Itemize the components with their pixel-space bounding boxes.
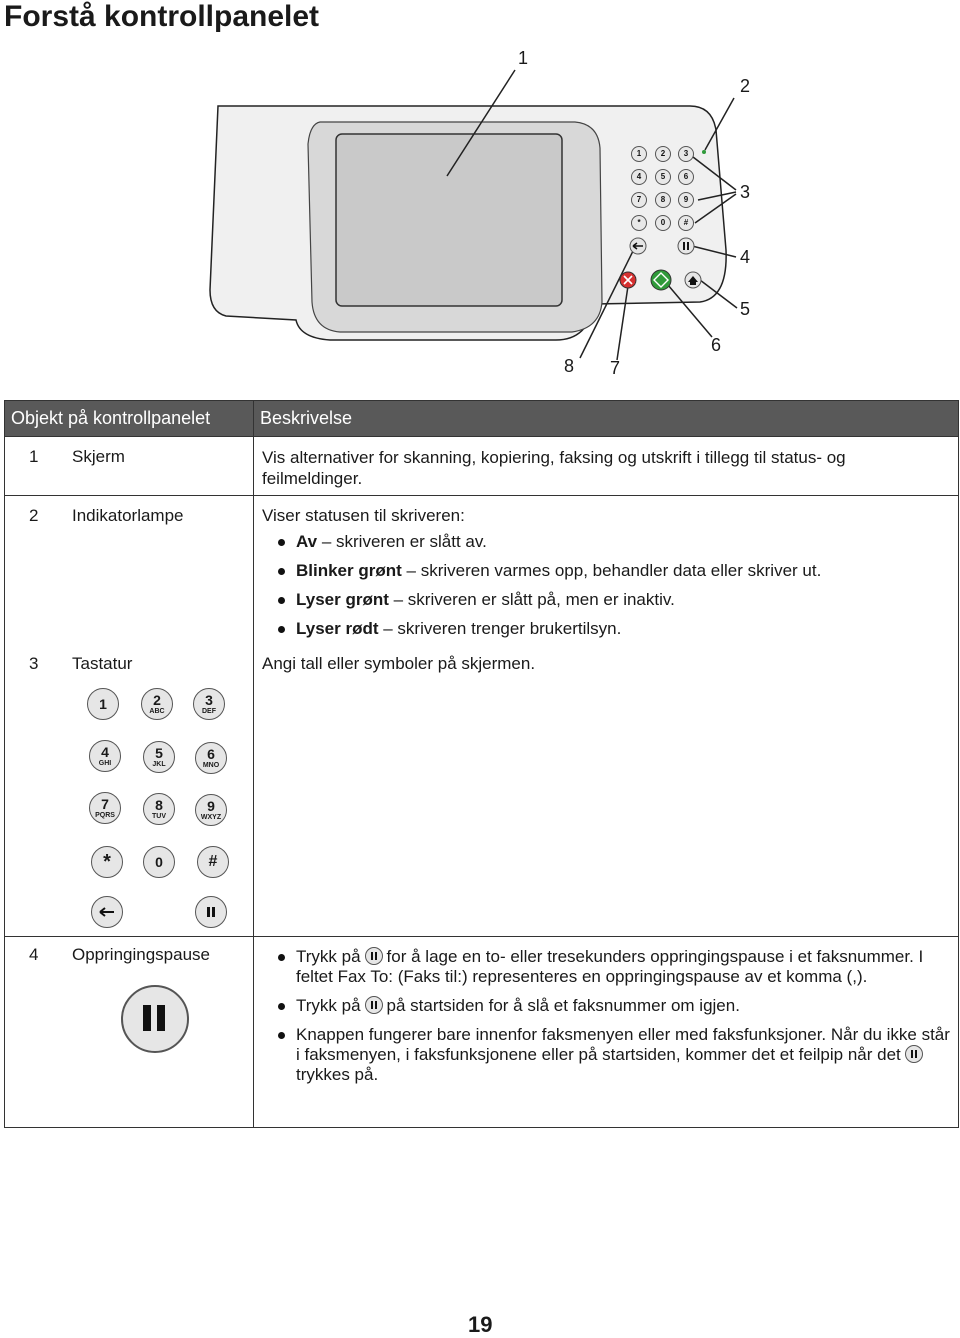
status-term: Lyser rødt (296, 619, 379, 638)
table-row: 2 Indikatorlampe Viser statusen til skri… (4, 495, 959, 650)
panel-key-2: 2 (655, 146, 671, 162)
pause-icon (364, 947, 383, 965)
keypad-key-star: * (91, 846, 123, 878)
table-header: Objekt på kontrollpanelet Beskrivelse (4, 400, 959, 437)
pause-icon (364, 996, 383, 1014)
status-term: Av (296, 532, 318, 551)
status-list: Av – skriveren er slått av. Blinker grøn… (262, 532, 950, 639)
panel-key-0: 0 (655, 215, 671, 231)
header-object: Objekt på kontrollpanelet (4, 400, 254, 437)
row-number: 4 (29, 945, 39, 964)
callout-6: 6 (711, 335, 722, 355)
row-description: Angi tall eller symboler på skjermen. (253, 650, 959, 937)
panel-key-5: 5 (655, 169, 671, 185)
row-description: Viser statusen til skriveren: (262, 506, 465, 525)
callout-1: 1 (518, 48, 529, 68)
list-item: Knappen fungerer bare innenfor faksmenye… (276, 1025, 950, 1085)
row-name: Indikatorlampe (72, 506, 184, 525)
status-text: – skriveren trenger brukertilsyn. (378, 619, 622, 638)
list-item: Av – skriveren er slått av. (276, 532, 950, 552)
row-name: Oppringingspause (72, 945, 210, 964)
row-number: 2 (29, 506, 39, 525)
panel-key-3: 3 (678, 146, 694, 162)
pause-button-icon (121, 985, 189, 1053)
list-item: Lyser rødt – skriveren trenger brukertil… (276, 619, 950, 639)
panel-key-6: 6 (678, 169, 694, 185)
status-text: – skriveren er slått av. (317, 532, 487, 551)
page-title: Forstå kontrollpanelet (4, 0, 320, 33)
header-description: Beskrivelse (253, 400, 959, 437)
control-panel-diagram: 1 2 3 4 5 6 7 8 9 * 0 # 1 2 3 4 5 6 7 8 (0, 40, 960, 390)
panel-key-9: 9 (678, 192, 694, 208)
panel-key-hash: # (678, 215, 694, 231)
pause-icon (904, 1045, 923, 1063)
status-term: Lyser grønt (296, 590, 389, 609)
page-number: 19 (468, 1312, 493, 1337)
row-number: 1 (29, 447, 39, 466)
backspace-key-icon (91, 896, 123, 928)
status-term: Blinker grønt (296, 561, 402, 580)
keypad-key-1: 1 (87, 688, 119, 720)
keypad-key-0: 0 (143, 846, 175, 878)
callout-3: 3 (740, 182, 751, 202)
callout-4: 4 (740, 247, 751, 267)
row-description: Vis alternativer for skanning, kopiering… (253, 436, 959, 496)
keypad-key-hash: # (197, 846, 229, 878)
row-number: 3 (29, 654, 39, 673)
control-panel-table: Objekt på kontrollpanelet Beskrivelse 1 … (4, 400, 959, 1128)
list-item: Lyser grønt – skriveren er slått på, men… (276, 590, 950, 610)
panel-key-4: 4 (631, 169, 647, 185)
control-panel-illustration (209, 69, 738, 361)
callout-7: 7 (610, 358, 621, 378)
callout-2: 2 (740, 76, 751, 96)
row-name: Skjerm (72, 447, 125, 466)
callout-8: 8 (564, 356, 575, 376)
panel-key-star: * (631, 215, 647, 231)
row-name: Tastatur (72, 654, 133, 673)
table-row: 1 Skjerm Vis alternativer for skanning, … (4, 436, 959, 496)
status-text: – skriveren er slått på, men er inaktiv. (388, 590, 675, 609)
panel-key-8: 8 (655, 192, 671, 208)
panel-key-7: 7 (631, 192, 647, 208)
callout-5: 5 (740, 299, 751, 319)
panel-key-1: 1 (631, 146, 647, 162)
list-item: Blinker grønt – skriveren varmes opp, be… (276, 561, 950, 581)
status-text: – skriveren varmes opp, behandler data e… (401, 561, 822, 580)
pause-key-icon (195, 896, 227, 928)
